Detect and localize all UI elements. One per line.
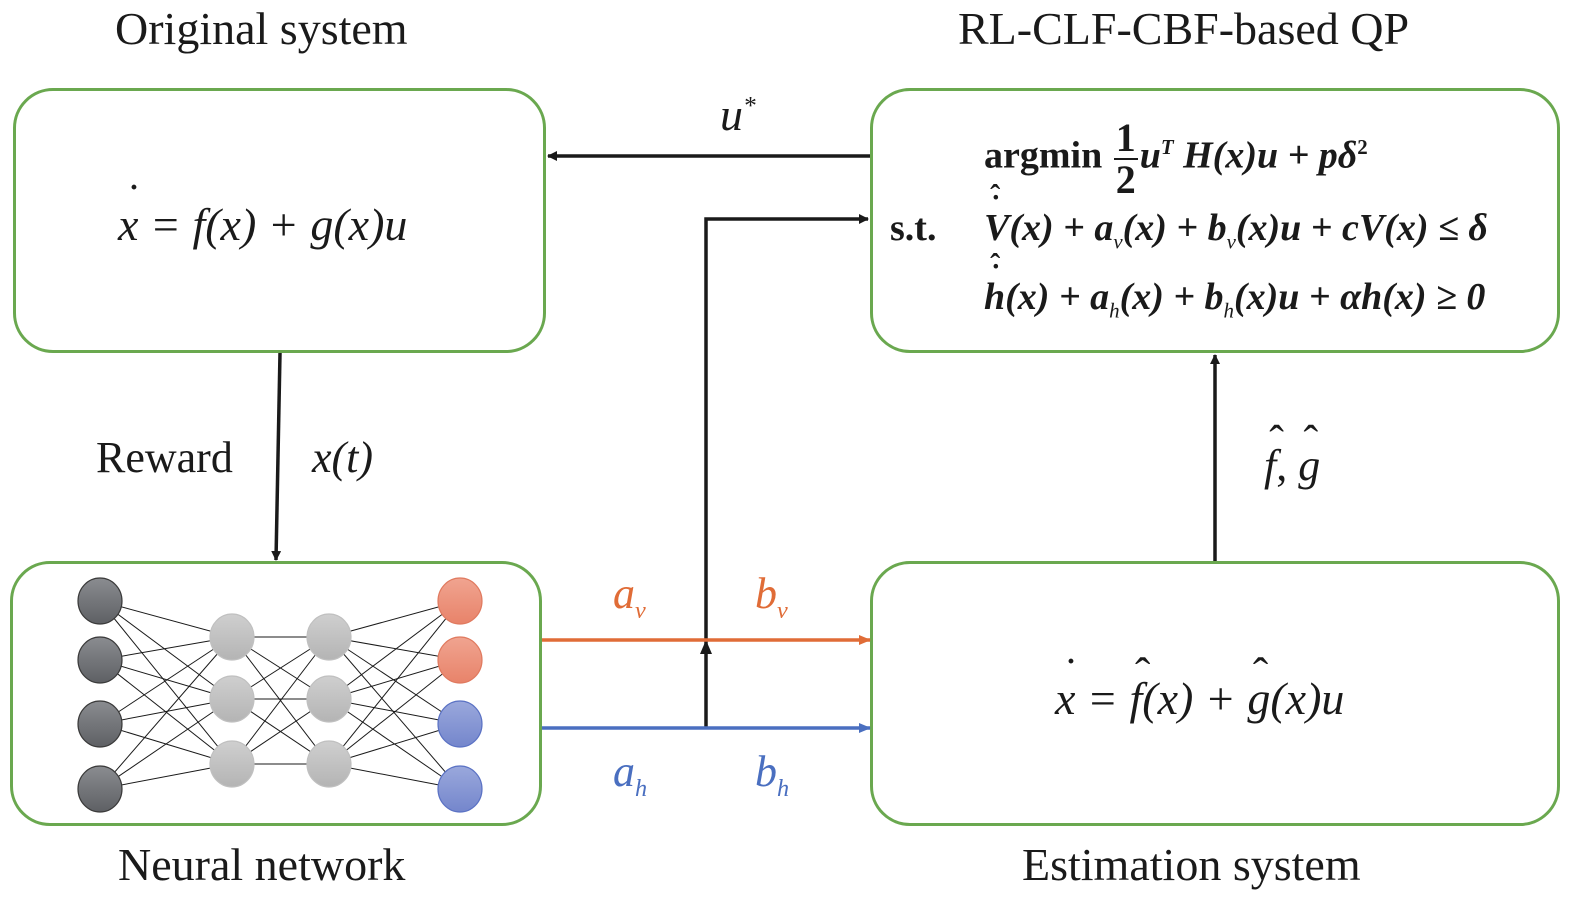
objective-u: u — [1139, 134, 1161, 177]
cbf-part-2: (x) + b — [1119, 276, 1224, 318]
estimation-mid: (x) + — [1142, 673, 1248, 724]
qp-title: RL-CLF-CBF-based QP — [958, 3, 1410, 54]
estimation-system-equation: x = f(x) + g(x)u — [1055, 647, 1345, 725]
original-system-equation: x = f(x) + g(x)u — [118, 173, 408, 251]
clf-constraint: V(x) + av(x) + bv(x)u + cV(x) ≤ δ — [984, 179, 1488, 255]
clf-part-1: (x) + a — [1009, 207, 1114, 249]
b-v-label: bv — [755, 569, 788, 624]
clf-sub-1: v — [1113, 229, 1123, 254]
neural-network-title: Neural network — [118, 839, 406, 890]
objective-rest: H(x)u + pδ — [1173, 134, 1358, 177]
f-hat: f — [1129, 647, 1149, 725]
state-label: x(t) — [312, 433, 374, 482]
qp-st-label: s.t. — [890, 207, 937, 249]
reward-label: Reward — [96, 433, 233, 482]
h-dot-hat: h — [984, 248, 1005, 319]
clf-part-2: (x) + b — [1122, 207, 1227, 249]
g-hat: g — [1247, 647, 1270, 725]
cbf-part-3: (x)u + αh(x) ≥ 0 — [1233, 276, 1486, 318]
u-star-label: u* — [720, 89, 756, 140]
fraction-denominator: 2 — [1115, 157, 1136, 202]
x-dot: x — [1055, 647, 1079, 725]
a-v-label: av — [613, 569, 646, 624]
branch-to-qp-arrow — [704, 214, 869, 728]
fraction-half: 1 2 — [1113, 115, 1138, 202]
cbf-part-1: (x) + a — [1005, 276, 1110, 318]
x-dot: x — [118, 173, 142, 251]
b-h-label: bh — [755, 747, 790, 802]
clf-sub-2: v — [1226, 229, 1236, 254]
estimation-tail: (x)u — [1270, 673, 1345, 724]
branch-up-arrowhead — [700, 640, 712, 654]
delta-square-sup: 2 — [1357, 135, 1368, 160]
cbf-sub-2: h — [1223, 298, 1234, 323]
original-system-box — [13, 88, 546, 353]
original-system-title: Original system — [115, 3, 408, 54]
state-arrow — [271, 352, 282, 561]
fraction-numerator: 1 — [1113, 115, 1138, 160]
cbf-constraint: h(x) + ah(x) + bh(x)u + αh(x) ≥ 0 — [984, 248, 1486, 324]
dynamics-rhs: = f(x) + g(x)u — [138, 199, 408, 250]
a-h-label: ah — [613, 747, 648, 802]
clf-part-3: (x)u + cV(x) ≤ δ — [1235, 207, 1488, 249]
transpose-sup: T — [1160, 135, 1174, 160]
estimation-system-title: Estimation system — [1022, 839, 1361, 890]
cbf-sub-1: h — [1109, 298, 1120, 323]
v-dot-hat: V — [984, 179, 1009, 250]
qp-objective: argmin 1 2 uT H(x)u + pδ2 — [984, 118, 1368, 200]
equals: = — [1075, 673, 1130, 724]
estimation-system-box — [870, 561, 1560, 826]
argmin-label: argmin — [984, 134, 1103, 177]
f-g-hat-label: f, g — [1264, 416, 1320, 491]
neural-network-box — [10, 561, 542, 826]
